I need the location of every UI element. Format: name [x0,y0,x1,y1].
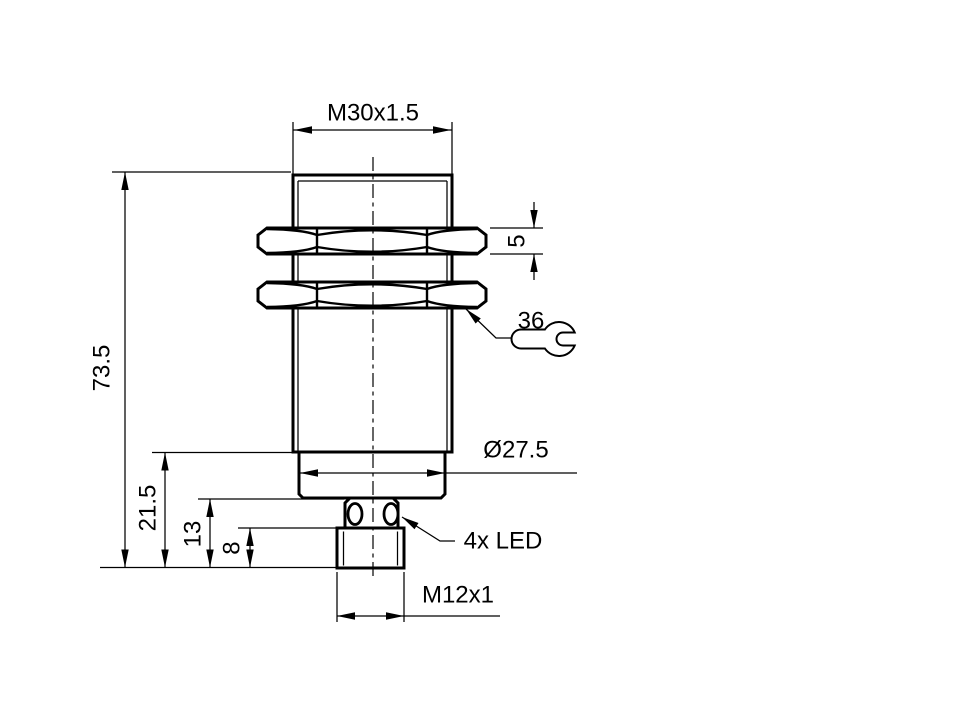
leader-wrench-line [465,308,513,339]
dim-m12-arrow-left [337,612,355,620]
dim-215-arrow-bottom [161,549,169,568]
sensor-body [256,173,488,570]
led-window-2 [382,502,400,526]
dim-735-arrow-top [121,172,129,190]
label-connector-thread: M12x1 [422,581,494,608]
dim-13-arrow-top [206,499,214,517]
hex-nut-1-chamfer-arcs [266,227,478,255]
open-end-wrench-icon [510,321,577,357]
hex-nut-2-chamfer-arcs [266,281,478,309]
hex-nut-1 [256,226,488,256]
dimension-lines [100,122,577,622]
dim-led-height [198,498,344,568]
hex-nut-1-outline [256,226,488,256]
dim-body-diameter [300,469,577,477]
dim-5-arrow-down [530,210,538,228]
dim-13-arrow-bottom [206,549,214,568]
label-wrench-size: 36 [518,307,545,334]
hex-nut-2 [256,280,488,310]
leader-led [401,516,455,542]
m12-connector [335,526,406,570]
dim-dia-arrow-left [300,469,318,477]
leader-wrench-arrow [466,309,481,324]
dim-215-arrow-top [161,452,169,471]
dim-overall-length [100,171,338,569]
label-rear-length: 21.5 [134,485,161,532]
dim-m12-thread [336,572,500,622]
dim-8-arrow-top [246,528,254,546]
label-thread-size: M30x1.5 [327,99,419,126]
hex-nut-2-outline [256,280,488,310]
label-nut-height: 5 [503,234,530,247]
label-led-height: 13 [179,521,206,548]
dim-m12-arrow-right [386,612,404,620]
dim-5-arrow-up [530,254,538,272]
dim-dia-arrow-right [427,469,445,477]
hex-nut-2-facet-lines [315,282,429,308]
dim-m30-arrow-right [433,126,451,134]
dim-735-arrow-bottom [121,549,129,568]
dim-connector-height [238,527,336,568]
leader-led-arrow [402,517,419,530]
flange-outline [297,450,447,500]
label-connector-height: 8 [218,541,245,554]
dim-m30-thread [292,122,453,174]
label-led-note: 4x LED [464,527,543,554]
dim-nut-height [490,202,543,280]
dim-rear-length [152,451,298,568]
led-window-1 [346,502,364,526]
dim-m30-arrow-left [294,126,312,134]
dimension-labels: M30x1.5 73.5 5 36 Ø27.5 21.5 13 8 4x LED… [88,99,548,608]
label-body-diameter: Ø27.5 [483,436,548,463]
dim-8-arrow-bottom [246,549,254,568]
hex-nut-1-facet-lines [315,228,429,254]
label-overall-length: 73.5 [88,345,115,392]
leader-wrench [465,308,577,357]
